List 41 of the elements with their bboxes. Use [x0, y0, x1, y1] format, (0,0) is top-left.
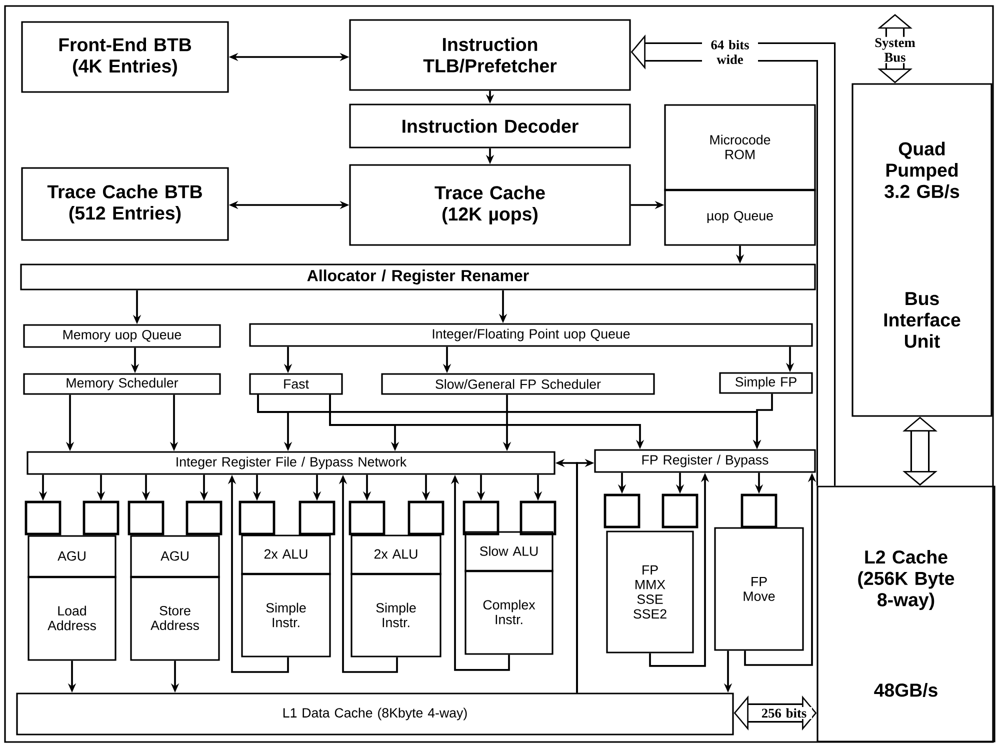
port-box — [298, 500, 336, 536]
bar-box: Allocator / Register Renamer — [20, 264, 816, 290]
port-box — [604, 494, 640, 528]
port-box — [24, 500, 62, 536]
bar-box: L1 Data Cache (8Kbyte 4-way) — [16, 692, 734, 736]
bar-box: Memory uop Queue — [23, 324, 221, 348]
port-box — [662, 494, 698, 528]
bar-box: Slow/General FP Scheduler — [381, 373, 655, 395]
bar-box: Memory Scheduler — [23, 373, 221, 395]
bar-box: FP Register / Bypass — [594, 449, 816, 473]
port-box — [408, 500, 444, 536]
process-box: Instruction TLB/Prefetcher — [349, 19, 631, 91]
unit-box: FP Move — [714, 527, 804, 651]
unit-box: 2x ALU Simple Instr. — [241, 534, 331, 658]
process-box: Microcode ROM µop Queue — [664, 104, 816, 246]
process-box: Quad Pumped 3.2 GB/s Bus Interface Unit — [852, 83, 992, 417]
bar-box: Integer Register File / Bypass Network — [26, 451, 556, 475]
bar-box: Integer/Floating Point uop Queue — [249, 323, 813, 347]
port-box — [520, 500, 556, 536]
unit-box: 2x ALU Simple Instr. — [350, 534, 442, 658]
port-box — [82, 500, 120, 536]
edge-label: 256 bits — [756, 706, 812, 720]
process-box: Instruction Decoder — [349, 104, 631, 148]
unit-box: AGU Store Address — [130, 535, 220, 661]
unit-box: AGU Load Address — [28, 535, 116, 661]
port-box — [348, 500, 386, 536]
unit-box: FP MMX SSE SSE2 — [606, 530, 694, 654]
bar-box: Simple FP — [719, 372, 813, 394]
edge-label: System Bus — [867, 36, 923, 64]
process-box: Trace Cache BTB (512 Entries) — [21, 167, 229, 241]
bar-box: Fast — [249, 373, 343, 395]
port-box — [462, 500, 500, 536]
port-box — [186, 500, 222, 536]
process-box: Trace Cache (12K µops) — [349, 164, 631, 246]
port-box — [238, 500, 276, 536]
port-box — [128, 500, 164, 536]
process-box: Front-End BTB (4K Entries) — [21, 21, 229, 93]
edge-label: 64 bits wide — [702, 38, 758, 66]
process-box: L2 Cache (256K Byte 8-way) 48GB/s — [816, 486, 996, 742]
port-box — [740, 494, 778, 528]
unit-box: Slow ALU Complex Instr. — [464, 531, 554, 655]
